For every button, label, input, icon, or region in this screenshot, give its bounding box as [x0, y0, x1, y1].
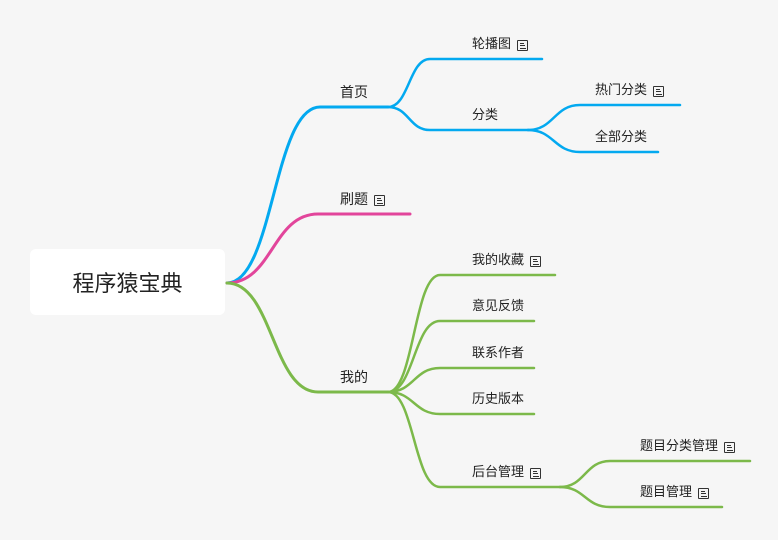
- topic-node[interactable]: 联系作者: [472, 346, 524, 362]
- topic-label: 后台管理: [472, 465, 525, 480]
- note-icon[interactable]: [530, 467, 542, 479]
- topic-node[interactable]: 首页: [340, 85, 368, 101]
- topic-label: 分类: [472, 108, 499, 123]
- topic-label: 首页: [340, 85, 368, 101]
- topic-label: 题目管理: [640, 485, 693, 500]
- branch-line: [386, 57, 544, 109]
- topic-node[interactable]: 热门分类: [595, 83, 665, 99]
- note-icon[interactable]: [517, 39, 529, 51]
- branch-line: [386, 273, 557, 394]
- topic-label: 我的收藏: [472, 253, 525, 268]
- note-icon[interactable]: [530, 255, 542, 267]
- branch-line: [386, 390, 562, 489]
- note-icon[interactable]: [374, 194, 385, 206]
- topic-label: 热门分类: [595, 83, 648, 98]
- topic-node[interactable]: 后台管理: [472, 465, 542, 481]
- topic-label: 联系作者: [472, 346, 525, 361]
- branch-line: [225, 212, 412, 285]
- topic-node[interactable]: 全部分类: [595, 130, 647, 146]
- topic-node[interactable]: 轮播图: [472, 37, 529, 53]
- branch-line: [386, 319, 536, 394]
- branch-line: [386, 390, 536, 416]
- topic-node[interactable]: 意见反馈: [472, 299, 524, 315]
- topic-node[interactable]: 刷题: [340, 192, 385, 208]
- note-icon[interactable]: [653, 85, 665, 97]
- topic-node[interactable]: 我的: [340, 370, 368, 386]
- topic-node[interactable]: 题目管理: [640, 485, 710, 501]
- note-icon[interactable]: [698, 487, 710, 499]
- root-label: 程序猿宝典: [72, 272, 183, 297]
- note-icon[interactable]: [724, 441, 736, 453]
- topic-node[interactable]: 题目分类管理: [640, 439, 736, 455]
- topic-node[interactable]: 我的收藏: [472, 253, 542, 269]
- topic-label: 题目分类管理: [640, 439, 719, 454]
- topic-label: 全部分类: [595, 130, 648, 145]
- branch-line: [558, 459, 752, 489]
- topic-node[interactable]: 历史版本: [472, 392, 524, 408]
- topic-label: 历史版本: [472, 392, 525, 407]
- topic-label: 刷题: [340, 192, 368, 208]
- branch-line: [558, 485, 724, 509]
- root-node[interactable]: 程序猿宝典: [30, 249, 225, 315]
- topic-label: 意见反馈: [472, 299, 525, 314]
- branch-line: [386, 105, 530, 132]
- branch-line: [526, 103, 682, 132]
- branch-line: [526, 128, 660, 154]
- topic-label: 轮播图: [472, 37, 512, 52]
- branch-line: [225, 281, 390, 394]
- topic-label: 我的: [340, 370, 368, 386]
- branch-line: [225, 105, 390, 285]
- branch-line: [386, 366, 536, 394]
- topic-node[interactable]: 分类: [472, 108, 498, 124]
